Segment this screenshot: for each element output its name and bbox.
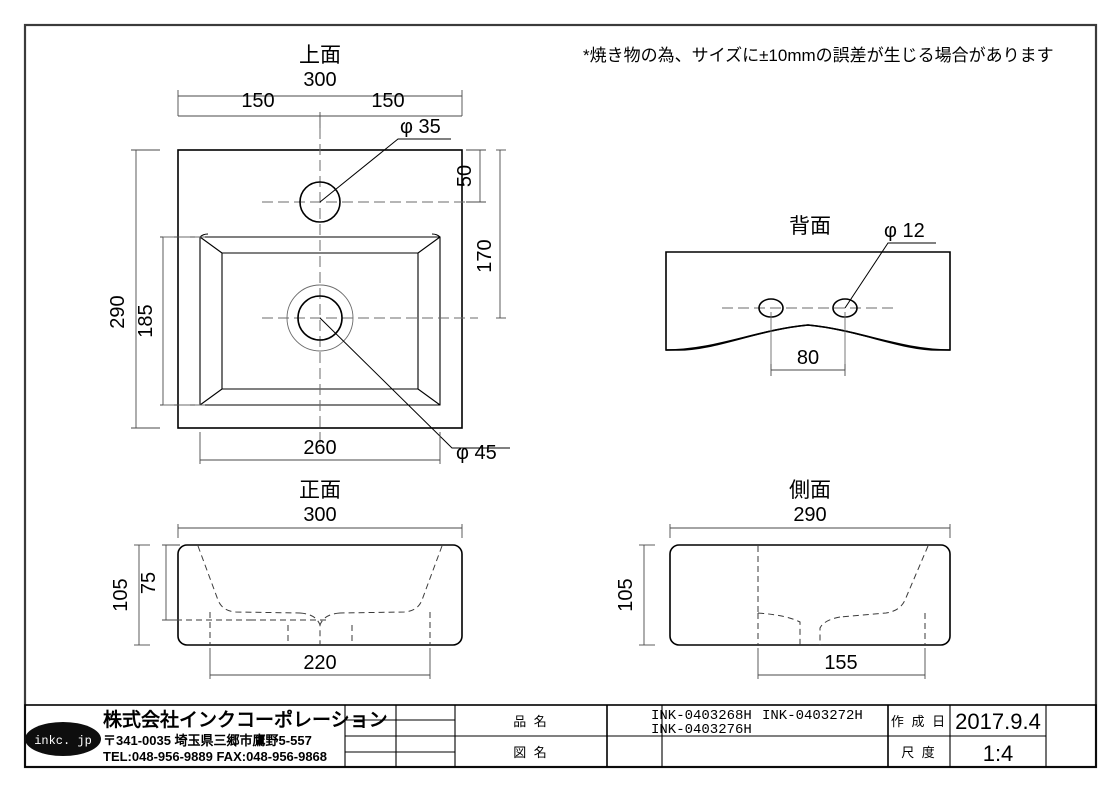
dimline-front-105	[134, 544, 150, 646]
view-top: 上面 300 150 150	[107, 44, 510, 464]
label-drawing-name: 図 名	[513, 745, 549, 760]
leader-phi35: φ 35	[319, 116, 451, 203]
dimline-back-80	[770, 364, 846, 376]
dimline-front-75	[162, 544, 180, 621]
leader-phi12: φ 12	[844, 220, 936, 309]
side-basin-hidden	[757, 545, 929, 645]
tolerance-note: *焼き物の為、サイズに±10mmの誤差が生じる場合があります	[583, 46, 1054, 65]
dim-side-overall-width: 290	[793, 504, 826, 526]
dimline-top-50	[466, 149, 486, 203]
dimline-top-150-150	[178, 112, 462, 128]
company-address: 〒341-0035 埼玉県三郷市鷹野5-557	[103, 733, 312, 748]
dim-top-overall-width: 300	[303, 69, 336, 91]
dimline-front-220	[209, 648, 431, 679]
company-logo-text: inkc. jp	[34, 734, 92, 748]
side-body-outline	[669, 544, 951, 646]
date-value: 2017.9.4	[955, 709, 1041, 734]
view-top-title: 上面	[299, 44, 341, 67]
company-contact: TEL:048-956-9889 FAX:048-956-9868	[103, 749, 327, 764]
label-date: 作 成 日	[891, 714, 947, 729]
dimline-top-290	[131, 149, 160, 429]
dim-top-drain-dia: φ 45	[456, 442, 497, 464]
dim-top-basin-depth: 185	[135, 304, 157, 337]
view-back-title: 背面	[789, 215, 831, 238]
label-scale: 尺 度	[901, 745, 937, 760]
front-basin-hidden	[166, 545, 443, 645]
dimline-side-155	[757, 648, 926, 679]
dim-back-hole-dia: φ 12	[884, 220, 925, 242]
leader-phi45: φ 45	[319, 317, 510, 464]
view-front-title: 正面	[299, 479, 341, 502]
dim-front-basin-width: 220	[303, 652, 336, 674]
front-body-outline	[177, 544, 463, 646]
dim-top-drain-offset: 170	[474, 239, 496, 272]
dim-front-basin-height: 75	[138, 572, 160, 594]
back-arc	[665, 324, 951, 351]
sheet-border	[23, 23, 1098, 769]
label-product-name: 品 名	[513, 714, 549, 729]
dimline-top-260	[199, 432, 441, 464]
view-back: 背面 φ 12 80	[665, 215, 951, 376]
dimline-side-290	[669, 524, 951, 538]
view-side-title: 側面	[789, 479, 831, 502]
scale-value: 1:4	[983, 741, 1014, 766]
title-block: inkc. jp 株式会社インクコーポレーション 〒341-0035 埼玉県三郷…	[24, 704, 1097, 768]
view-side: 側面 290 105	[615, 479, 951, 679]
company-logo	[25, 722, 101, 756]
dimline-side-105	[639, 544, 655, 646]
top-faucet-hole	[299, 181, 341, 223]
dim-top-half-right: 150	[371, 90, 404, 112]
dimline-top-300	[177, 90, 463, 116]
product-code-2: INK-0403272H	[762, 708, 863, 724]
company-name: 株式会社インクコーポレーション	[103, 708, 388, 731]
dim-front-overall-height: 105	[110, 578, 132, 611]
view-front: 正面 300	[110, 479, 463, 679]
dim-top-faucet-dia: φ 35	[400, 116, 441, 138]
product-code-3: INK-0403276H	[651, 722, 752, 738]
dimline-top-185	[160, 236, 200, 406]
dim-side-overall-height: 105	[615, 578, 637, 611]
dimline-top-170	[496, 149, 506, 319]
dim-top-basin-width: 260	[303, 437, 336, 459]
dim-front-overall-width: 300	[303, 504, 336, 526]
dim-back-hole-spacing: 80	[797, 347, 819, 369]
top-centerlines	[262, 128, 478, 446]
back-body-outline	[665, 251, 951, 351]
dim-top-overall-depth: 290	[107, 295, 129, 328]
product-code-1: INK-0403268H	[651, 708, 752, 724]
dim-side-basin-width: 155	[824, 652, 857, 674]
top-drain-hole	[286, 284, 354, 352]
dim-top-half-left: 150	[241, 90, 274, 112]
dimline-front-300	[177, 524, 463, 538]
dim-top-faucet-offset: 50	[454, 165, 476, 187]
